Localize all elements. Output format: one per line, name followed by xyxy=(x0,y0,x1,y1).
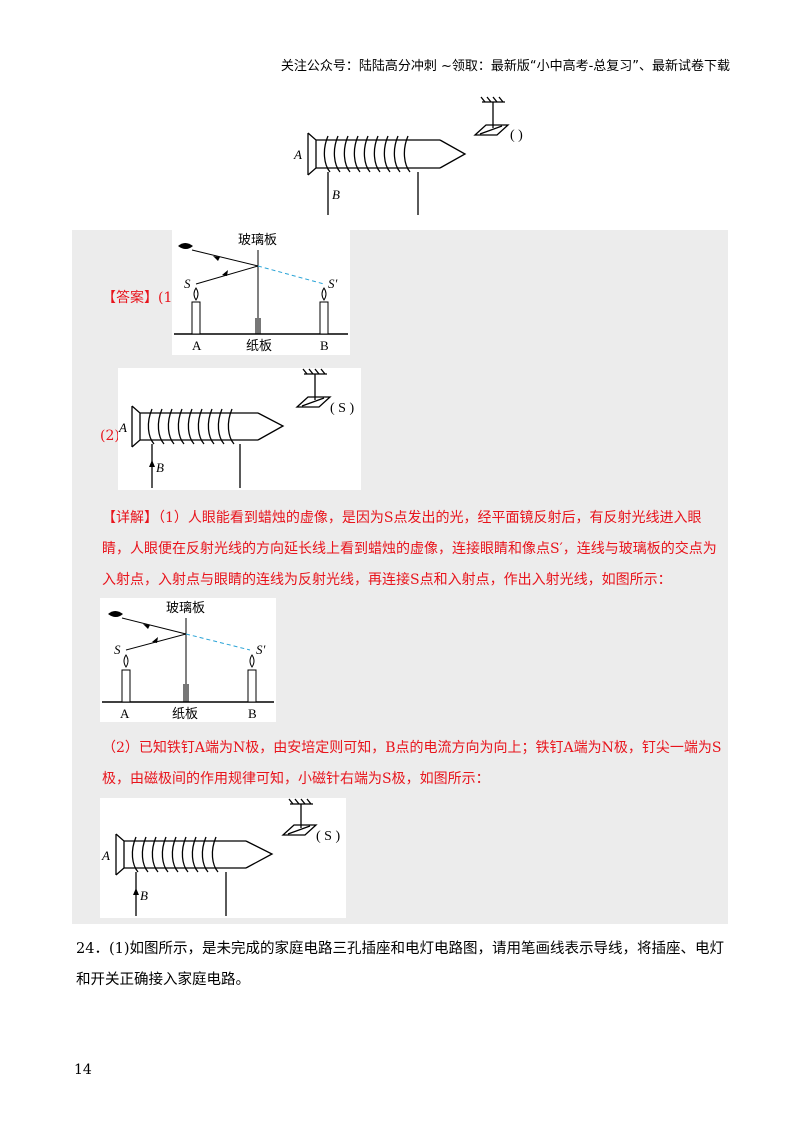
nail-diagram: A B ( ) xyxy=(293,96,523,215)
label-b: B xyxy=(332,187,340,202)
explain-para1-text: （1）人眼能看到蜡烛的虚像，是因为S点发出的光，经平面镜反射后，有反射光线进入眼… xyxy=(102,510,717,588)
mirror-diagram-2: 玻璃板 S S′ A 纸板 B xyxy=(102,601,274,722)
nail-figure-explain: A B ( S ) xyxy=(100,798,346,918)
page-number: 14 xyxy=(74,1062,92,1078)
explain-para2: （2）已知铁钉A端为N极，由安培定则可知，B点的电流方向为向上；铁钉A端为N极，… xyxy=(102,740,722,787)
glass-label: 玻璃板 xyxy=(166,601,205,616)
s-prime-label: S′ xyxy=(256,642,266,657)
mirror-figure-answer: 玻璃板 S S′ A 纸板 B xyxy=(172,230,350,355)
s-prime-label: S′ xyxy=(328,276,338,291)
explain-para1: 【详解】（1）人眼能看到蜡烛的虚像，是因为S点发出的光，经平面镜反射后，有反射光… xyxy=(102,503,724,596)
point-a-label: A xyxy=(120,706,130,721)
paper-label: 纸板 xyxy=(172,707,198,722)
paper-label: 纸板 xyxy=(246,339,272,354)
point-b-label: B xyxy=(320,338,329,353)
explain-tag: 【详解】 xyxy=(102,510,158,526)
question-24: 24．(1)如图所示，是未完成的家庭电路三孔插座和电灯电路图，请用笔画线表示导线… xyxy=(76,941,724,988)
nail-explain-diagram: A B ( S ) xyxy=(101,798,340,916)
label-b: B xyxy=(140,888,148,903)
needle-s-label: ( S ) xyxy=(330,401,354,416)
label-a: A xyxy=(118,420,127,435)
nail-figure-question: A B ( ) xyxy=(290,95,550,220)
glass-label: 玻璃板 xyxy=(238,233,277,248)
answer-part2-num: (2) xyxy=(100,428,120,444)
page-header: 关注公众号：陆陆高分冲刺 ~领取：最新版“小中高考-总复习”、最新试卷下载 xyxy=(280,59,730,74)
answer-label: 【答案】(1) xyxy=(102,283,178,314)
point-a-label: A xyxy=(192,338,202,353)
label-b: B xyxy=(156,460,164,475)
answer-tag: 【答案】 xyxy=(102,290,158,306)
label-a: A xyxy=(293,147,302,162)
needle-blank: ( ) xyxy=(510,128,523,143)
mirror-figure-explain: 玻璃板 S S′ A 纸板 B xyxy=(100,598,276,722)
s-label: S xyxy=(184,276,191,291)
mirror-diagram: 玻璃板 S S′ A 纸板 B xyxy=(174,233,348,354)
label-a: A xyxy=(101,848,110,863)
nail-figure-answer: A B ( S ) xyxy=(118,368,361,490)
nail-answer-diagram: A B ( S ) xyxy=(118,368,354,488)
s-label: S xyxy=(114,642,121,657)
needle-s-label: ( S ) xyxy=(316,829,340,844)
point-b-label: B xyxy=(248,706,257,721)
